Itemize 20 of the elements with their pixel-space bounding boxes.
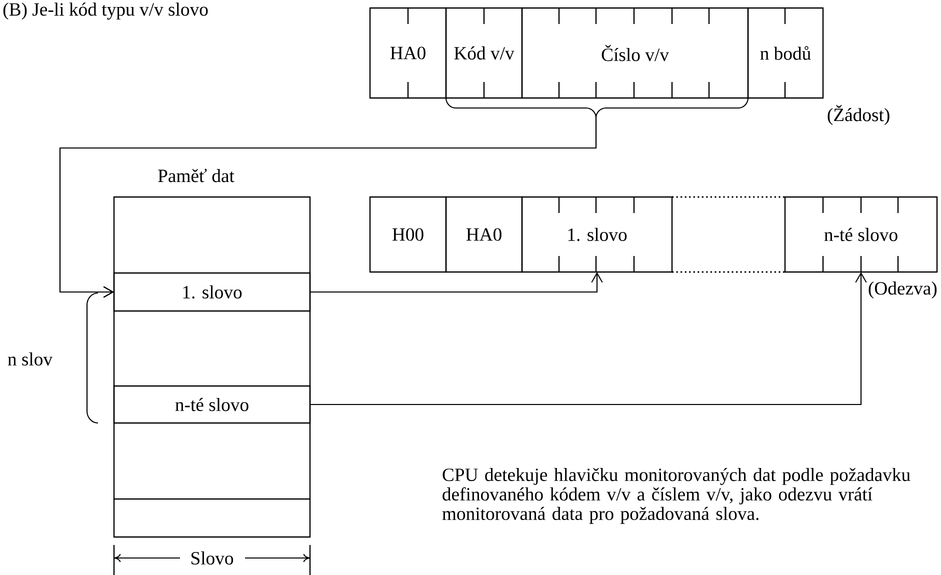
memory-row: 1. slovo (113, 272, 311, 312)
frame-cell: Kód v/v (445, 7, 523, 99)
frame-cell: H00 (369, 196, 447, 273)
label: (Žádost) (828, 105, 890, 125)
node-label: Paměť dat (158, 168, 234, 182)
label: (Odezva) (868, 282, 937, 298)
frame-cell: n-té slovo (784, 196, 938, 273)
frame-cell: 1. slovo (521, 196, 673, 273)
title: (B) Je-li kód typu v/v slovo (3, 2, 208, 20)
frame-cell: Číslo v/v (521, 7, 749, 99)
label: Slovo (191, 551, 234, 565)
arrow (310, 272, 603, 293)
arrow (310, 272, 867, 406)
memory-row: n-té slovo (113, 385, 311, 424)
arrow (59, 98, 748, 298)
frame-cell: HA0 (445, 196, 523, 273)
frame-cell: HA0 (369, 7, 447, 99)
frame-cell: n bodů (747, 7, 824, 99)
note: CPU detekuje hlavičku monitorovaných dat podle požadavku definovaného kódem v/v a číslem v/v, jako odezvu vrátí monitorovaná data pro požadovaná slova. (442, 468, 910, 524)
label: n slov (8, 352, 53, 366)
